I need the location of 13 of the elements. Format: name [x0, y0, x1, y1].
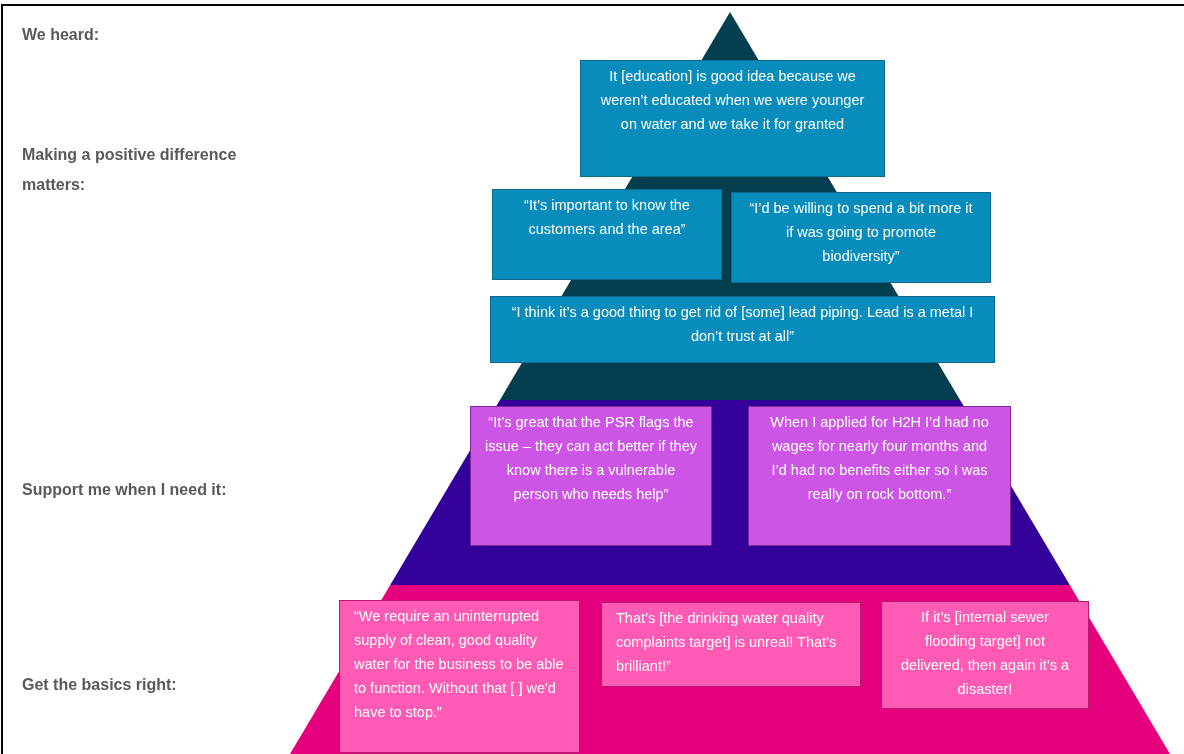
tier-heading: Support me when I need it: — [22, 480, 228, 500]
quote-box: “I think it’s a good thing to get rid of [some] lead piping. Lead is a metal I don’t trust at all” — [490, 296, 995, 363]
quote-box: That’s [the drinking water quality complaints target] is unreal! That’s brilliant!” — [601, 602, 861, 687]
quote-box: “It’s great that the PSR flags the issue – they can act better if they know there is a vulnerable person who needs help” — [470, 406, 712, 546]
tier-heading: Making a positive difference matters: — [22, 145, 238, 195]
tier-heading: We heard: — [22, 25, 101, 45]
quote-box: If it’s [internal sewer flooding target] not delivered, then again it’s a disaster! — [881, 601, 1089, 709]
quote-box: “It’s important to know the customers and the area” — [492, 189, 722, 280]
quote-box: “I’d be willing to spend a bit more it if was going to promote biodiversity” — [731, 192, 991, 283]
quote-box: When I applied for H2H I’d had no wages for nearly four months and I’d had no benefits either so I was really on rock bottom.” — [748, 406, 1011, 546]
tier-heading: Get the basics right: — [22, 675, 178, 695]
quote-box: It [education] is good idea because we weren’t educated when we were younger on water and we take it for granted — [580, 60, 885, 177]
quote-box: “We require an uninterrupted supply of clean, good quality water for the business to be able to function. Without that [ ] we'd have to stop.” — [339, 600, 580, 753]
